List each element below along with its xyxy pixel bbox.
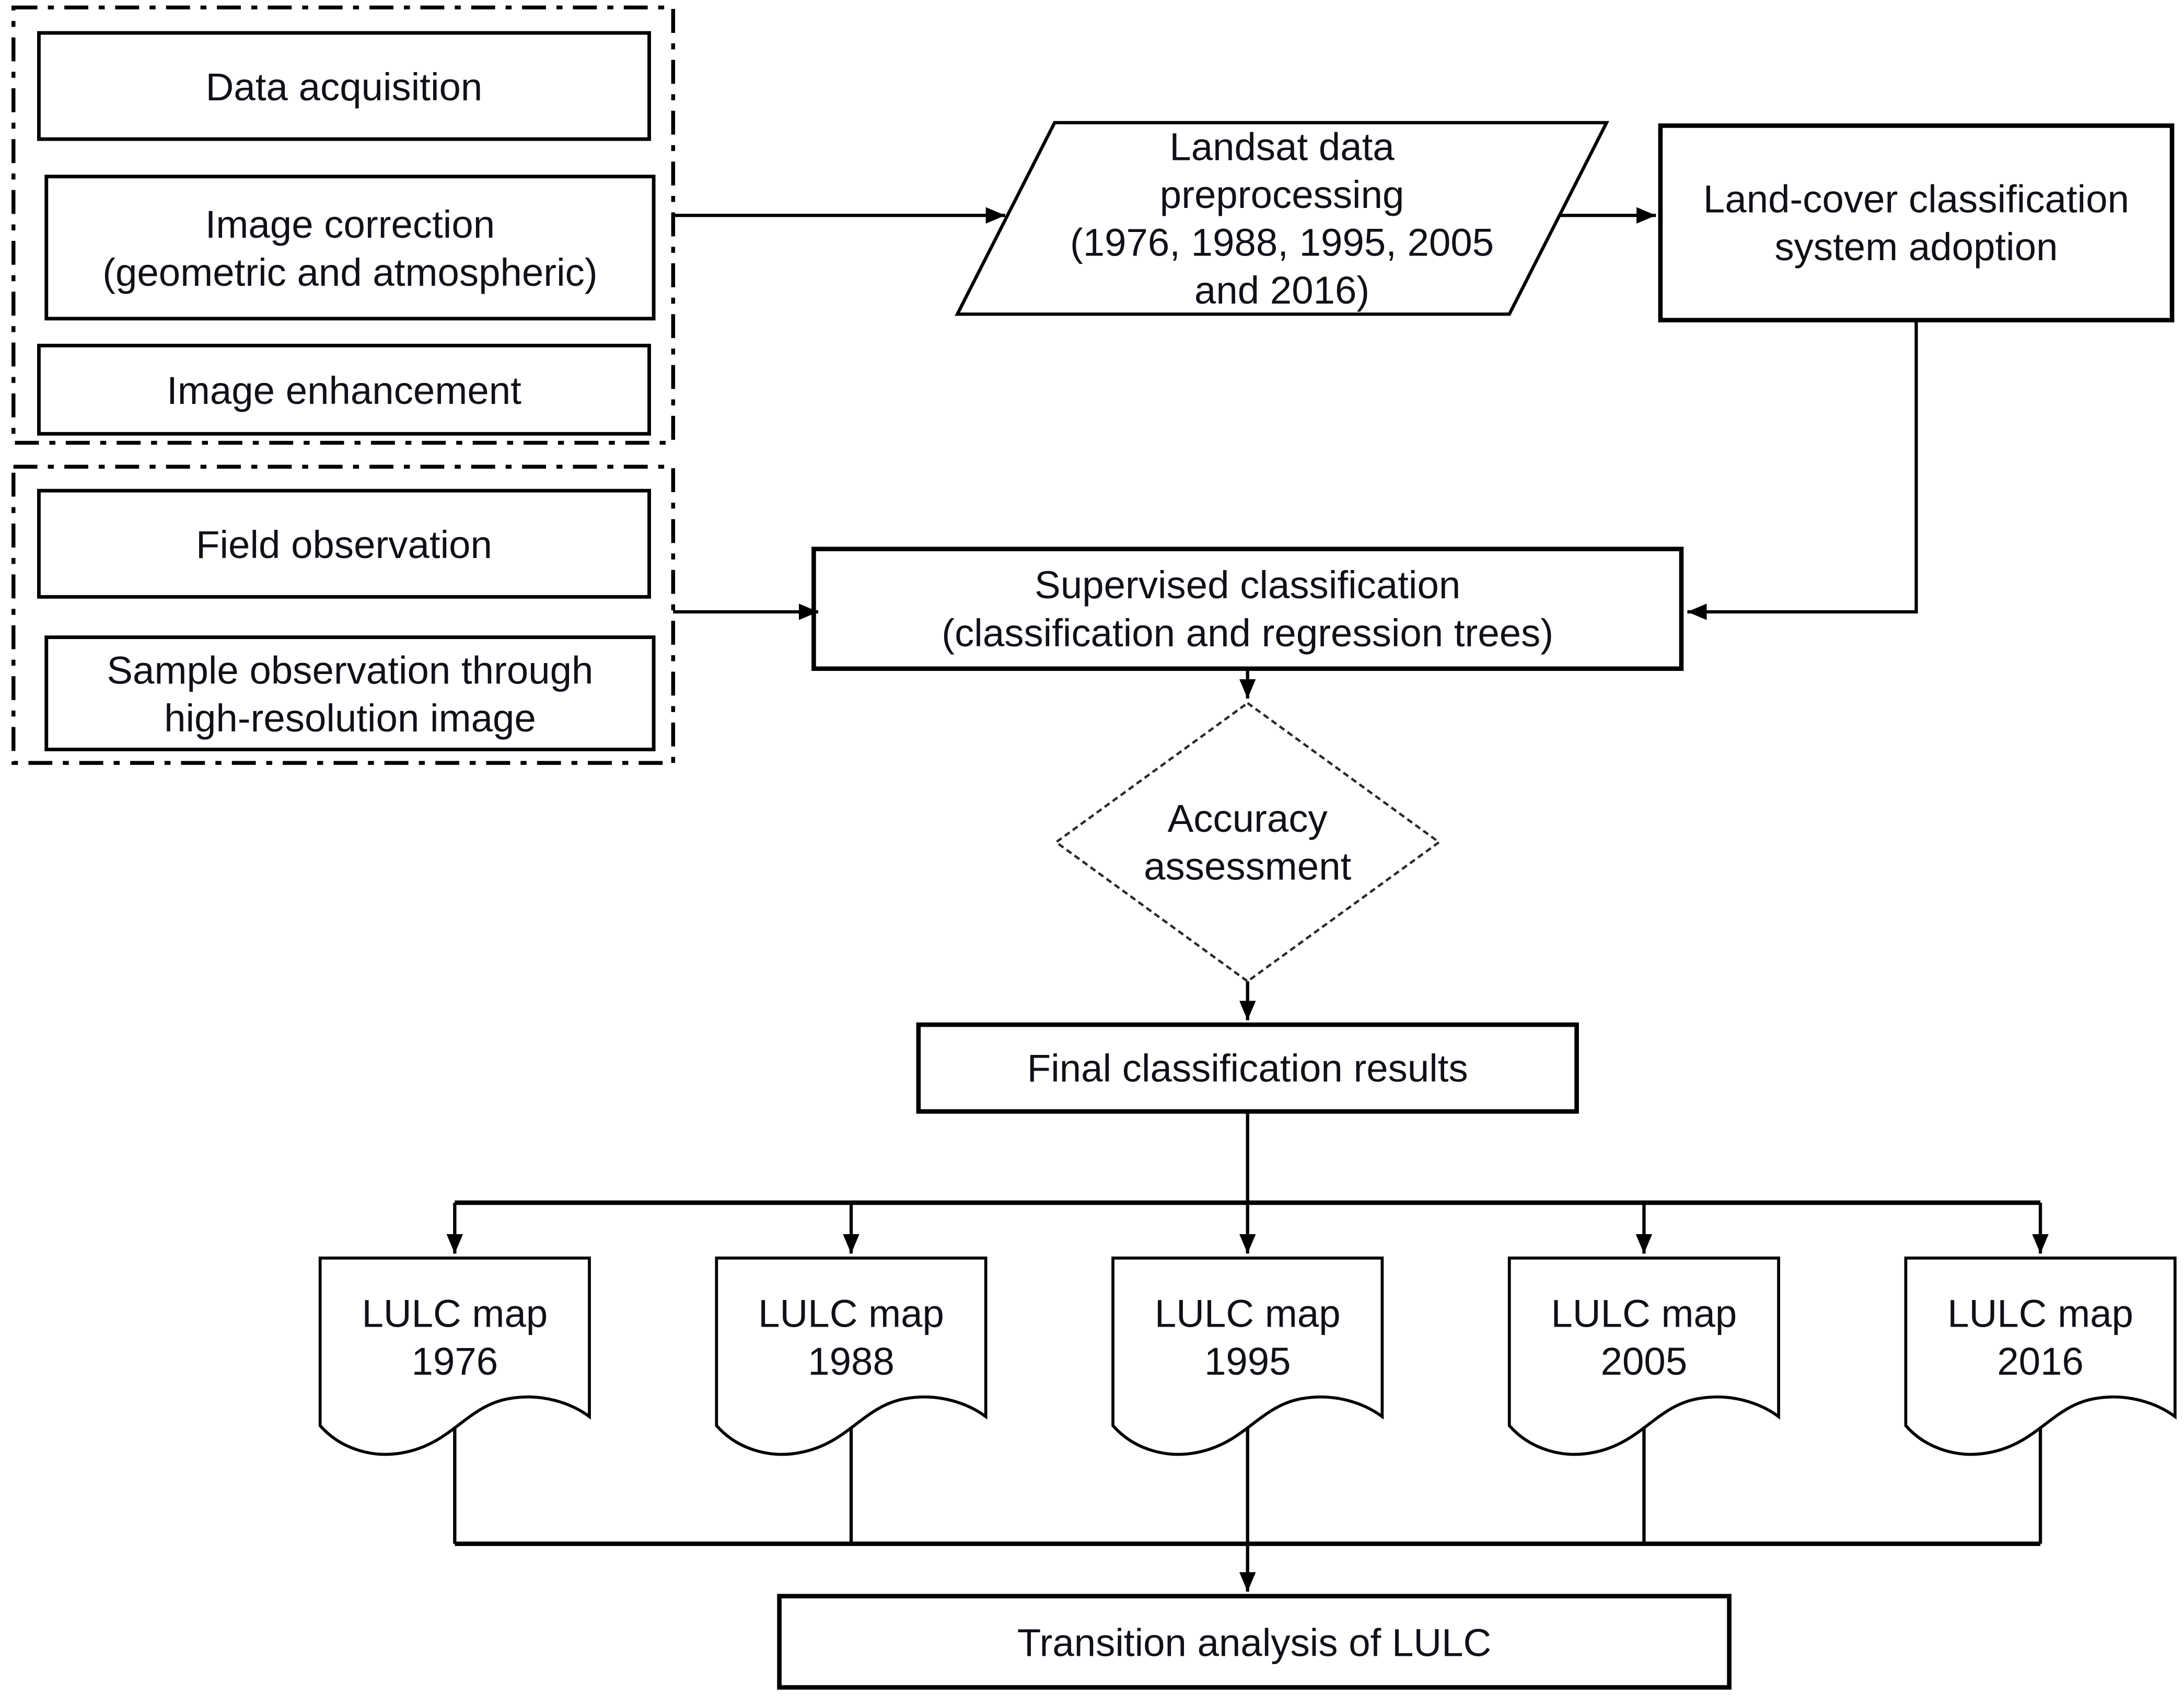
connectors <box>446 207 2049 1592</box>
accuracy-assessment-diamond <box>1054 701 1442 983</box>
transition-analysis-box <box>777 1594 1732 1690</box>
sample-observation-box <box>44 635 656 751</box>
lulc-map-1995-document <box>1111 1256 1384 1456</box>
lulc-documents <box>318 1256 2177 1456</box>
lulc-map-2005-document <box>1507 1256 1780 1456</box>
final-results-box <box>916 1022 1579 1114</box>
preprocessing-group-dashed-container <box>11 5 676 445</box>
lulc-map-1976-document <box>318 1256 591 1456</box>
image-correction-box <box>44 175 656 321</box>
data-acquisition-box <box>37 31 651 141</box>
lulc-map-1988-document <box>715 1256 988 1456</box>
lulc-map-2016-document <box>1904 1256 2177 1456</box>
supervised-classification-box <box>811 547 1684 671</box>
arrow-landcover-to-supervised <box>1687 320 1918 620</box>
reference-data-group-dashed-container <box>11 465 676 765</box>
image-enhancement-box <box>37 343 651 436</box>
field-observation-box <box>37 489 651 599</box>
landcover-adoption-box <box>1658 123 2175 322</box>
landsat-preprocessing-parallelogram <box>955 121 1609 316</box>
